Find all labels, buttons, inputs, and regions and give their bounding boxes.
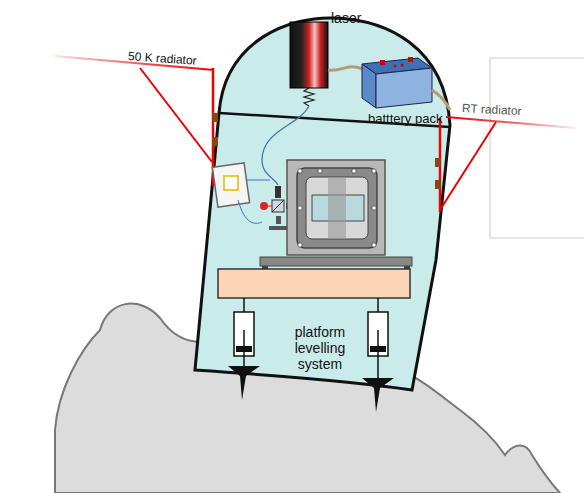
- part-label: platform levelling system: [272, 324, 368, 372]
- part-label: batttery pack: [368, 112, 442, 127]
- part-label: RT radiator: [462, 102, 522, 119]
- part-label: 50 K radiator: [128, 50, 198, 69]
- part-label: laser: [331, 10, 361, 26]
